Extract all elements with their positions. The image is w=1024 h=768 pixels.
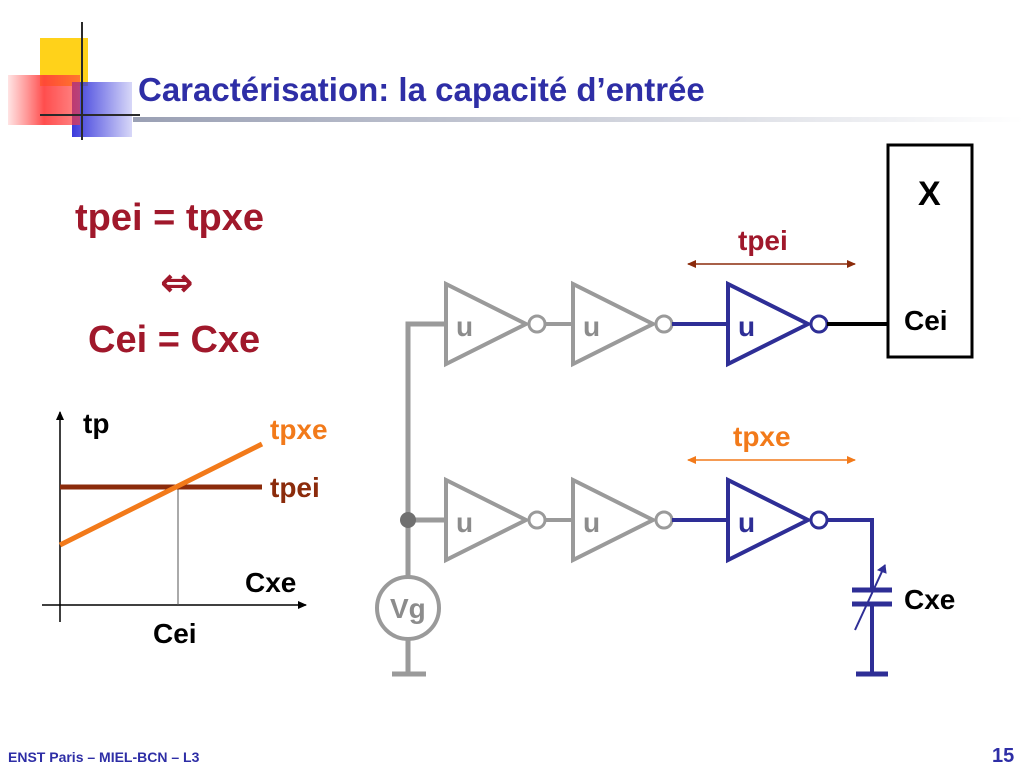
- page-number: 15: [992, 745, 1014, 767]
- top-gate-1-label: u: [456, 311, 473, 342]
- bottom-gate-3-label: u: [738, 507, 755, 538]
- graph-cei-label: Cei: [153, 618, 197, 649]
- graph-x-label: Cxe: [245, 567, 296, 598]
- voltage-source-label: Vg: [390, 593, 426, 624]
- capacitor-label: Cxe: [904, 584, 955, 615]
- bottom-gate-3: [726, 476, 829, 564]
- tpxe-delay-label: tpxe: [733, 421, 791, 452]
- top-input-wire: [405, 321, 444, 578]
- graph-tpxe-label: tpxe: [270, 414, 328, 445]
- equation-line-2: Cei = Cxe: [88, 319, 260, 361]
- title-rule: [133, 117, 1024, 122]
- logo-decoration: [8, 22, 140, 140]
- tp-vs-cxe-graph: [42, 411, 307, 622]
- load-box-title: X: [918, 175, 941, 213]
- top-gate-1: [444, 280, 547, 368]
- bottom-gate-2-label: u: [583, 507, 600, 538]
- footer-text: ENST Paris – MIEL-BCN – L3: [8, 749, 200, 765]
- top-gate-2-label: u: [583, 311, 600, 342]
- page-title: Caractérisation: la capacité d’entrée: [138, 71, 705, 108]
- equivalence-arrow: ⇔: [160, 260, 194, 306]
- variable-capacitor: [827, 518, 892, 677]
- load-box-x: [886, 143, 974, 359]
- load-box-cei-label: Cei: [904, 305, 948, 336]
- junction-dot: [400, 512, 416, 528]
- graph-y-label: tp: [83, 408, 109, 439]
- top-gate-3: [726, 280, 829, 368]
- graph-tpei-label: tpei: [270, 472, 320, 503]
- voltage-source: [375, 575, 441, 641]
- tpxe-line: [58, 441, 264, 548]
- equation-line-1: tpei = tpxe: [75, 197, 264, 239]
- top-gate-3-label: u: [738, 311, 755, 342]
- input-wiring: [392, 321, 444, 677]
- tpei-delay-label: tpei: [738, 225, 788, 256]
- bottom-gate-1-label: u: [456, 507, 473, 538]
